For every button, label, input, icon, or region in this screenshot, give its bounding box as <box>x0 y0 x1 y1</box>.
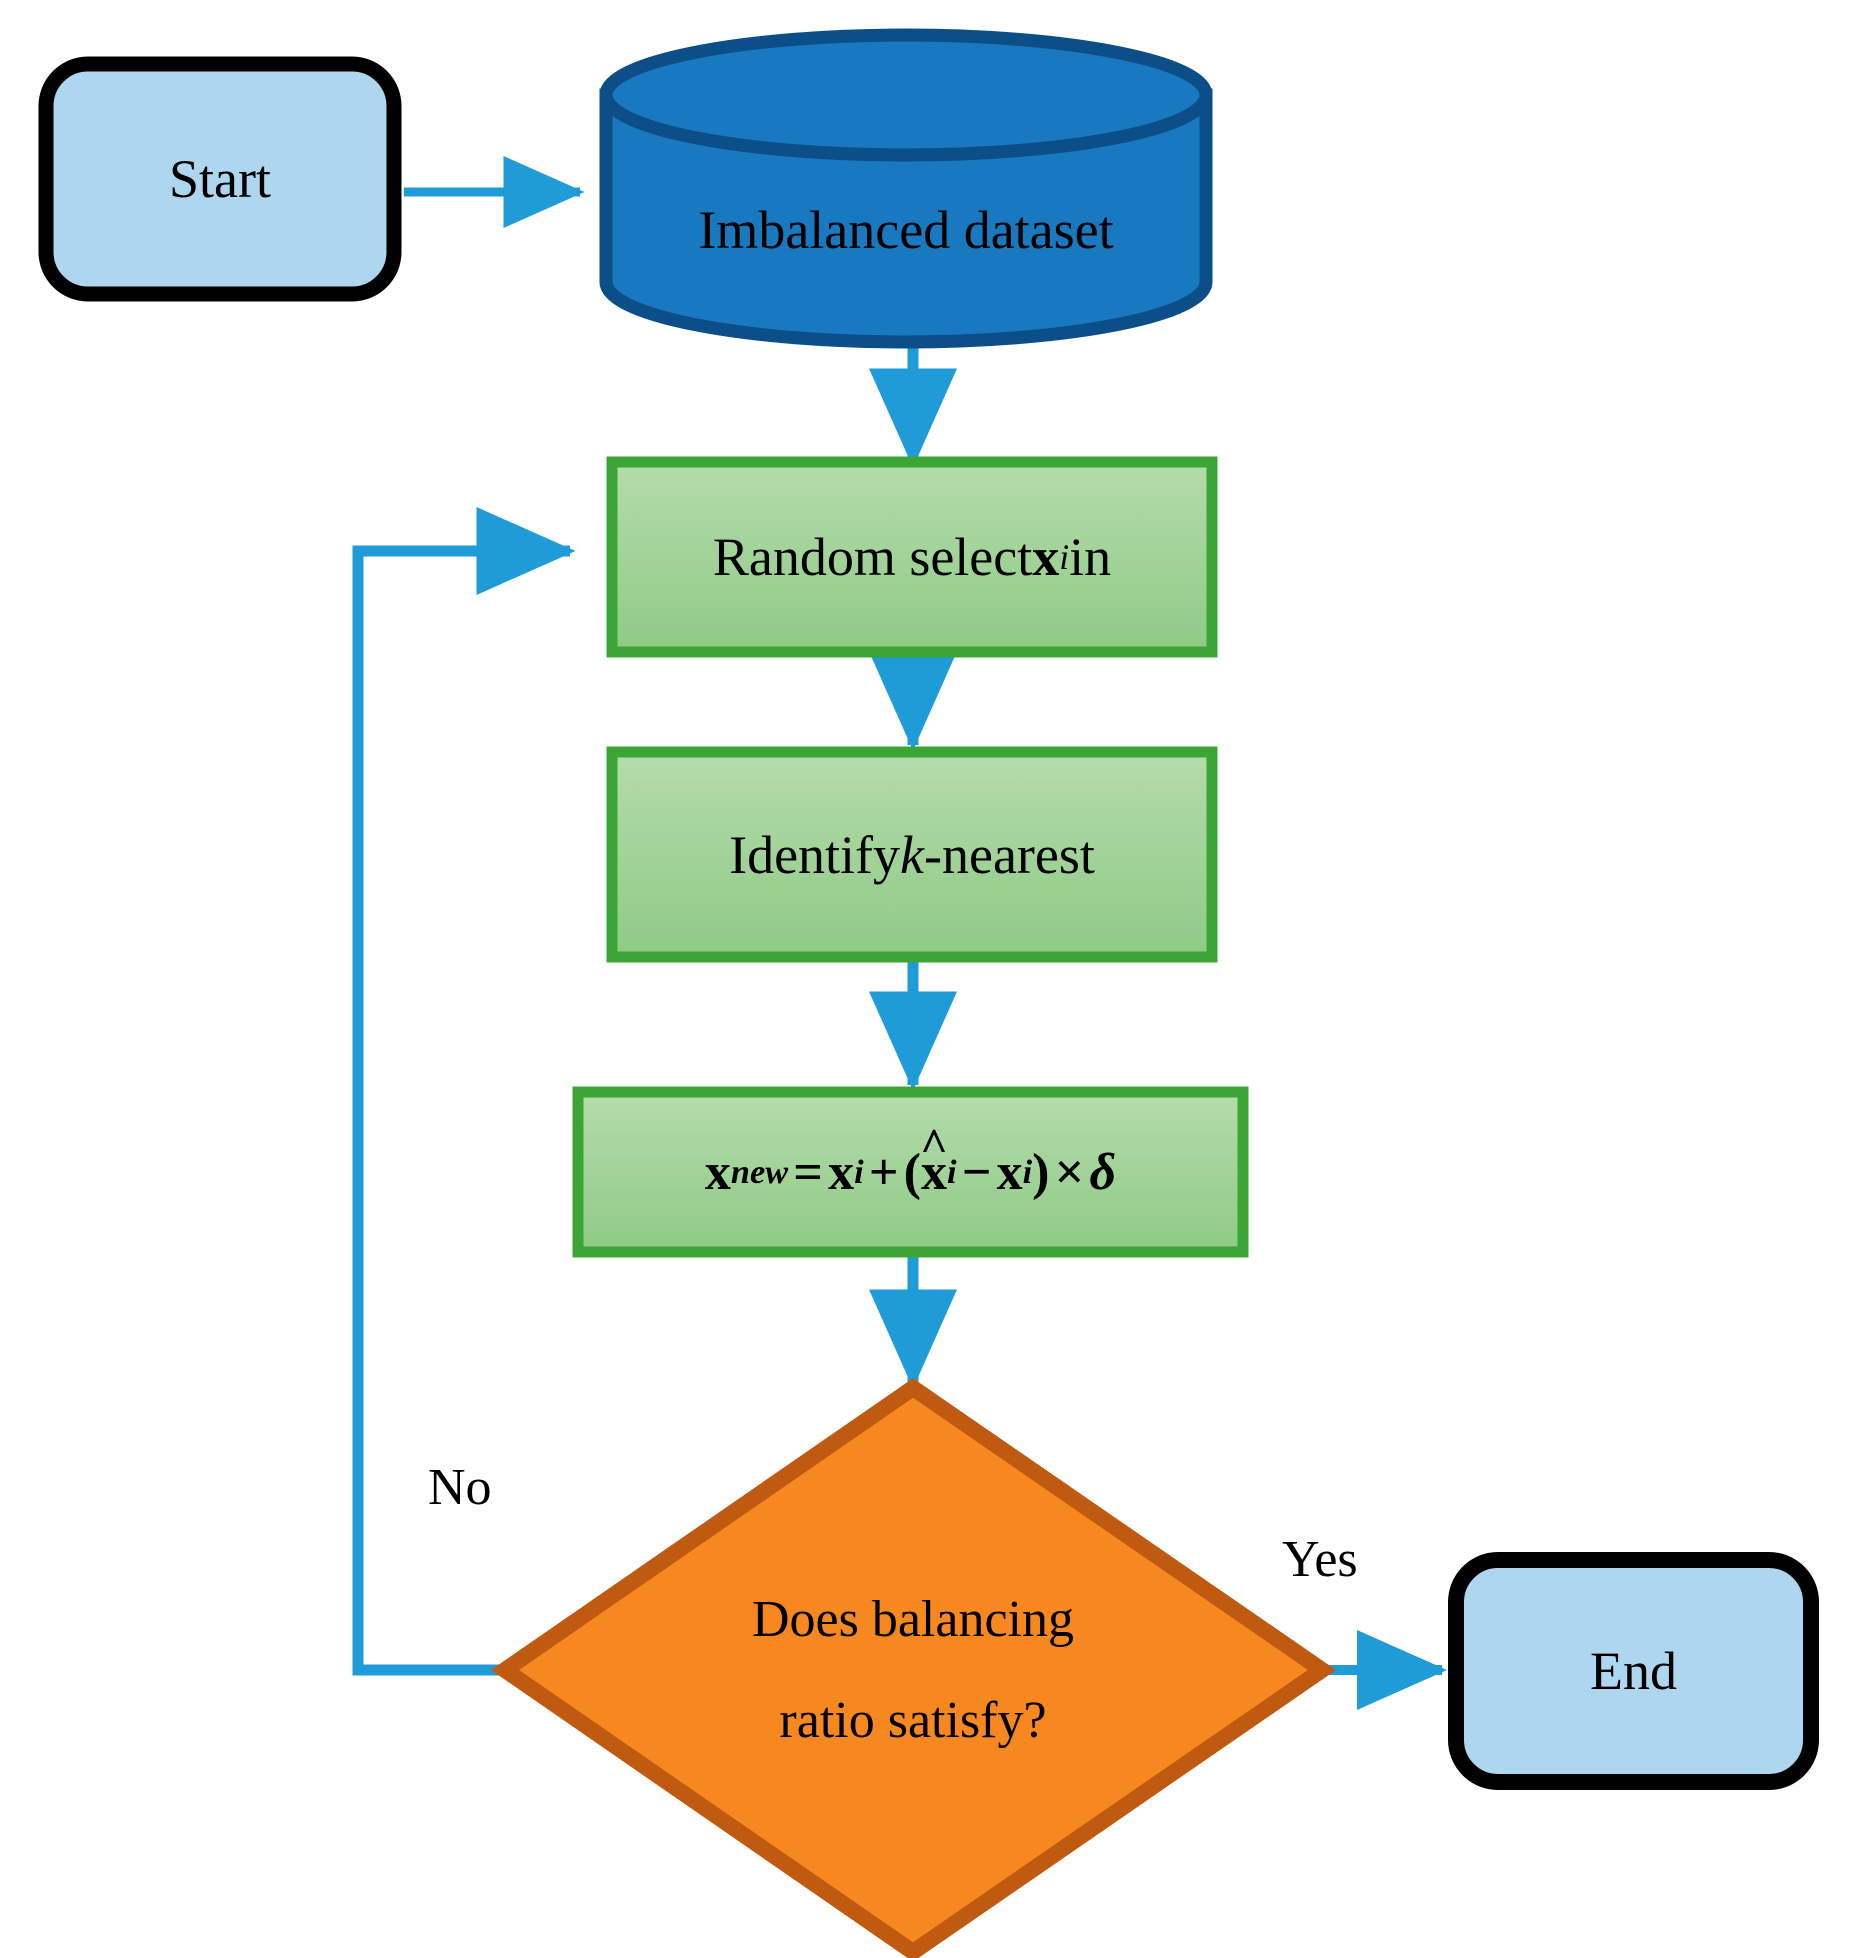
node-dataset[interactable] <box>599 28 1213 349</box>
edge-label-no: No <box>428 1459 492 1516</box>
node-formula[interactable] <box>572 1086 1249 1258</box>
edge-label-yes: Yes <box>1282 1531 1358 1588</box>
node-end[interactable] <box>1448 1552 1819 1790</box>
node-decision[interactable] <box>490 1378 1337 1958</box>
node-random-select[interactable] <box>606 456 1218 658</box>
edge-decision-no-loop <box>352 507 576 1676</box>
node-start[interactable] <box>38 56 402 302</box>
node-identify-knn[interactable] <box>606 746 1218 963</box>
